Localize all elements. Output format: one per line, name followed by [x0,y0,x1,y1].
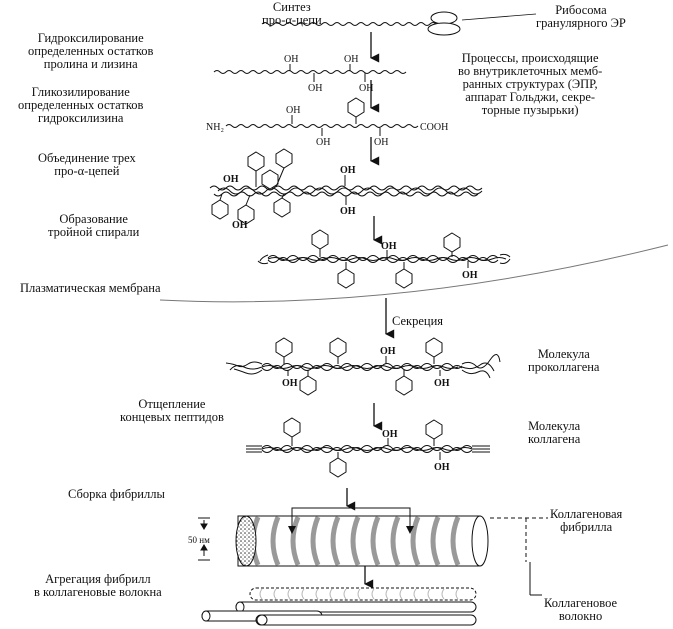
oh-text: OH [284,54,298,65]
plasma-membrane-label: Плазматическая мембрана [20,281,161,295]
step-hydroxylation: Гидроксилирование определенных остатков … [28,32,153,71]
step-aggregation: Агрегация фибрилл в коллагеновые волокна [34,573,162,599]
step-fibril-assembly: Сборка фибриллы [68,487,165,501]
nh2-text: NH₂ [206,122,224,133]
collagen-label-line-1: Молекула [528,419,581,433]
procollagen-molecule [225,337,501,396]
step-synthesis-line-2: про-α-цепи [262,13,322,27]
scale-label: 50 нм [188,535,210,545]
collagen-oh-labels: OH OH [382,429,450,473]
oh-text: OH [374,137,388,148]
fiber-label-line-1: Коллагеновое [544,596,618,610]
oh-text: OH [381,241,397,252]
collagen-label-line-2: коллагена [528,432,581,446]
step-triple-helix-line-1: Образование [59,212,128,226]
oh-text: OH [340,206,356,217]
step-association-line-2: про-α-цепей [54,164,120,178]
collagen-molecule [246,417,490,478]
oh-text: OH [434,378,450,389]
oh-text: OH [344,54,358,65]
step-triple-helix: Образование тройной спирали [48,213,139,239]
pro-alpha-chain [261,22,437,26]
oh-text: OH [316,137,330,148]
oh-text: OH [286,105,300,116]
step-triple-helix-line-2: тройной спирали [48,225,140,239]
fiber-label-line-2: волокно [558,609,603,623]
ribosome-label: Рибосома гранулярного ЭР [536,4,626,30]
step-glycosylation-line-1: Гликозилирование [31,85,130,99]
fiber-label: Коллагеновое волокно [544,597,617,623]
step-cleavage: Отщепление концевых пептидов [120,398,224,424]
triple-helix-oh-labels: OH OH [381,241,478,281]
label-connectors [490,517,548,596]
scale-bar [198,517,210,561]
procollagen-label-line-2: проколлагена [528,360,600,374]
cooh-text: COOH [420,122,448,133]
step-aggregation-line-1: Агрегация фибрилл [45,572,151,586]
three-chain-association [209,148,483,225]
step-hydroxylation-line-3: пролина и лизина [43,57,138,71]
oh-text: OH [308,83,322,94]
glycosylated-chain: NH₂ COOH OH OH OH [206,97,448,148]
step-association: Объединение трех про-α-цепей [38,152,136,178]
oh-text: OH [232,220,248,231]
processes-label: Процессы, происходящие во внутриклеточны… [458,52,602,117]
oh-text: OH [462,270,478,281]
collagen-fiber [201,587,477,626]
procollagen-label: Молекула проколлагена [528,348,599,374]
association-oh-labels: OH OH OH OH [223,165,356,231]
fibril-label: Коллагеновая фибрилла [550,508,622,534]
oh-text: OH [340,165,356,176]
plasma-membrane-curve [159,244,669,303]
step-cleavage-line-2: концевых пептидов [120,410,224,424]
fibril-label-line-1: Коллагеновая [550,507,623,521]
oh-text: OH [382,429,398,440]
collagen-label: Молекула коллагена [528,420,580,446]
processes-label-line-3: ранных структурах (ЭПР, [462,77,598,91]
step-hydroxylation-line-1: Гидроксилирование [37,31,144,45]
step-glycosylation: Гликозилирование определенных остатков г… [18,86,143,125]
step-synthesis-line-1: Синтез [272,0,311,14]
processes-label-line-1: Процессы, происходящие [461,51,599,65]
ribosome-label-line-2: гранулярного ЭР [536,16,626,30]
step-synthesis: Синтез про-α-цепи [262,1,322,27]
step-glycosylation-line-2: определенных остатков [18,98,144,112]
triple-helix [257,229,511,289]
oh-text: OH [359,83,373,94]
ribosome-icon [427,11,537,36]
processes-label-line-2: во внутриклеточных мемб- [458,64,603,78]
step-association-line-1: Объединение трех [38,151,136,165]
step-glycosylation-line-3: гидроксилизина [37,111,124,125]
oh-text: OH [434,462,450,473]
flow-arrows [346,32,395,589]
processes-label-line-4: аппарат Гольджи, секре- [465,90,596,104]
oh-text: OH [282,378,298,389]
secretion-label: Секреция [392,314,444,328]
procollagen-oh-labels: OH OH OH [282,346,450,389]
procollagen-label-line-1: Молекула [537,347,590,361]
collagen-fibril [235,507,489,567]
step-cleavage-line-1: Отщепление [138,397,206,411]
hydroxylated-chain: OH OH OH OH [213,54,407,94]
ribosome-label-line-1: Рибосома [555,3,607,17]
oh-text: OH [223,174,239,185]
oh-text: OH [380,346,396,357]
step-hydroxylation-line-2: определенных остатков [28,44,154,58]
step-aggregation-line-2: в коллагеновые волокна [34,585,162,599]
processes-label-line-5: торные пузырьки) [481,103,579,117]
fibril-label-line-2: фибрилла [560,520,613,534]
